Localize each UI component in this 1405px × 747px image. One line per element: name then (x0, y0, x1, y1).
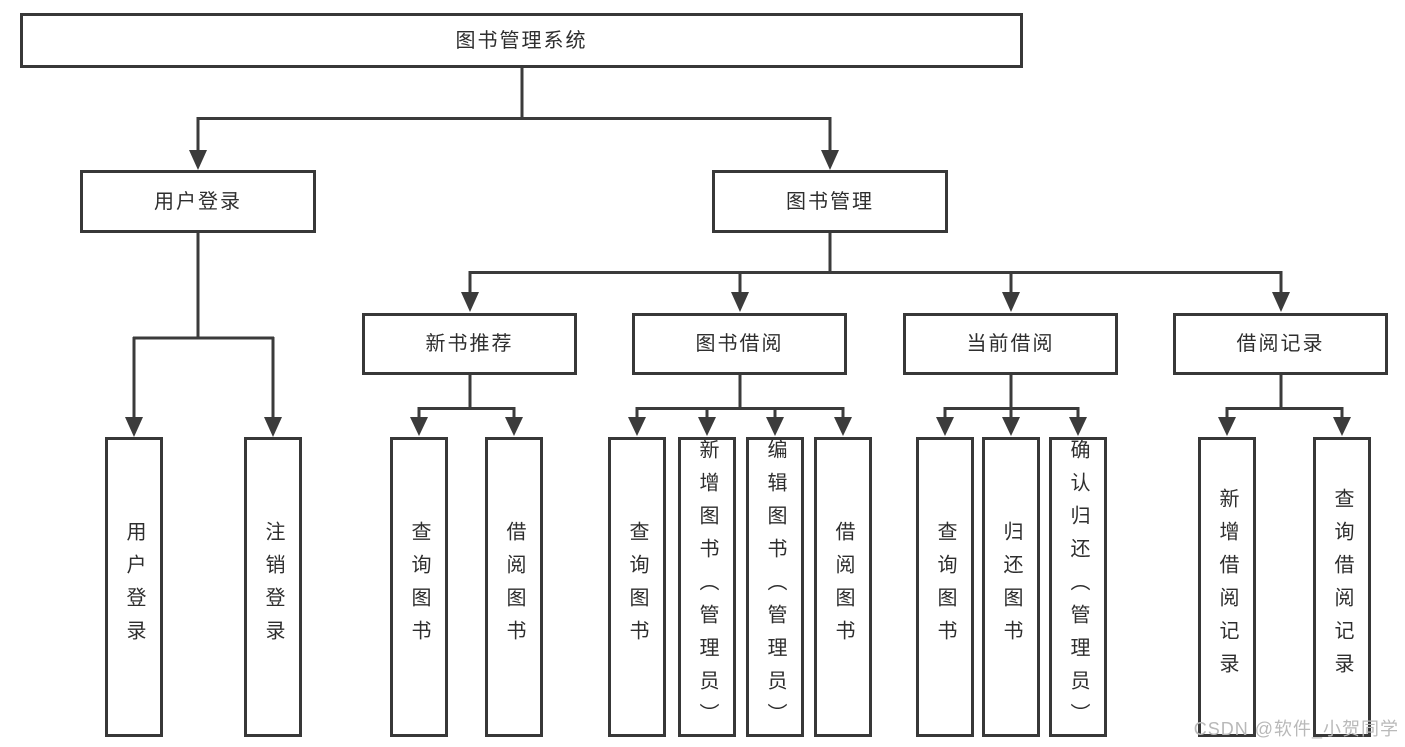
leaf-label: 借阅图书 (503, 521, 525, 653)
node-library-management-system: 图书管理系统 (20, 13, 1023, 68)
node-current-borrowing: 当前借阅 (903, 313, 1118, 375)
leaf-label: 注销登录 (262, 521, 284, 653)
leaf-br-add-record: 新增借阅记录 (1198, 437, 1256, 737)
leaf-logout-login: 注销登录 (244, 437, 302, 737)
node-label: 图书借阅 (695, 333, 784, 355)
leaf-label: 借阅图书 (832, 521, 854, 653)
leaf-nb-borrow-books: 借阅图书 (485, 437, 543, 737)
node-label: 新书推荐 (425, 333, 514, 355)
leaf-label: 编辑图书（管理员） (764, 438, 786, 736)
leaf-cb-return-books: 归还图书 (982, 437, 1040, 737)
watermark-csdn: CSDN @软件_小贺同学 (1193, 719, 1399, 739)
leaf-label: 查询图书 (408, 521, 430, 653)
leaf-bb-edit-books-admin: 编辑图书（管理员） (746, 437, 804, 737)
node-book-borrowing: 图书借阅 (632, 313, 847, 375)
leaf-label: 查询图书 (934, 521, 956, 653)
node-new-book-recommendation: 新书推荐 (362, 313, 577, 375)
leaf-label: 查询借阅记录 (1331, 488, 1353, 686)
node-label: 用户登录 (154, 190, 242, 213)
leaf-bb-borrow-books: 借阅图书 (814, 437, 872, 737)
leaf-bb-add-books-admin: 新增图书（管理员） (678, 437, 736, 737)
node-label: 图书管理 (786, 190, 874, 213)
leaf-cb-confirm-return-admin: 确认归还（管理员） (1049, 437, 1107, 737)
node-borrowing-records: 借阅记录 (1173, 313, 1388, 375)
leaf-label: 用户登录 (123, 521, 145, 653)
node-user-login: 用户登录 (80, 170, 316, 233)
leaf-bb-query-books: 查询图书 (608, 437, 666, 737)
leaf-br-query-record: 查询借阅记录 (1313, 437, 1371, 737)
node-label: 借阅记录 (1236, 333, 1325, 355)
leaf-label: 新增借阅记录 (1216, 488, 1238, 686)
leaf-label: 确认归还（管理员） (1067, 438, 1089, 736)
leaf-cb-query-books: 查询图书 (916, 437, 974, 737)
node-label: 当前借阅 (966, 333, 1055, 355)
leaf-user-login: 用户登录 (105, 437, 163, 737)
node-label: 图书管理系统 (455, 29, 588, 52)
leaf-label: 查询图书 (626, 521, 648, 653)
node-book-management: 图书管理 (712, 170, 948, 233)
leaf-label: 归还图书 (1000, 521, 1022, 653)
leaf-nb-query-books: 查询图书 (390, 437, 448, 737)
leaf-label: 新增图书（管理员） (696, 438, 718, 736)
